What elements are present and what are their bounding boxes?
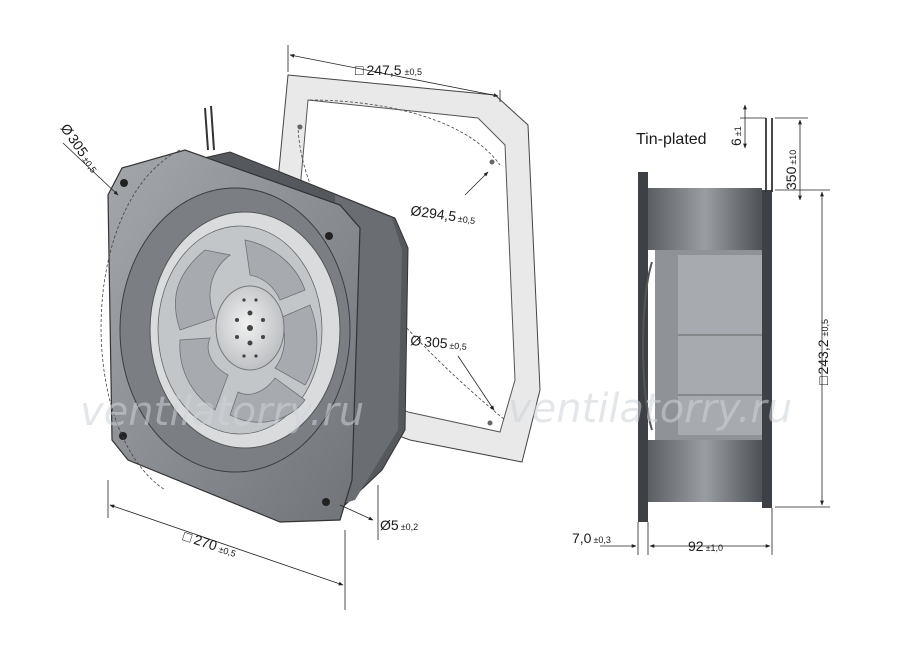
lead-strip-dim: 6±1 xyxy=(728,126,744,146)
fan-square-dim: □270±0,5 xyxy=(181,528,239,560)
dimension-lines xyxy=(62,45,830,610)
frame-inner-diameter-dim: Ø294,5±0,5 xyxy=(410,202,477,227)
flange-thickness-dim: 7,0±0,3 xyxy=(572,530,611,546)
frame-square-dim: □247,5±0,5 xyxy=(355,62,422,78)
watermark-right: ventilatorry.ru xyxy=(508,386,792,432)
hole-diameter-dim: Ø5±0,2 xyxy=(380,517,418,533)
fan-isometric-view xyxy=(100,105,409,523)
tin-plated-label: Tin-plated xyxy=(636,131,707,148)
fan-diameter-dim: Ø305±0,5 xyxy=(58,121,103,176)
fan-side-view xyxy=(638,118,773,522)
watermark-left: ventilatorry.ru xyxy=(80,389,364,435)
side-height-dim: □243,2±0,5 xyxy=(815,319,831,385)
depth-dim: 92±1,0 xyxy=(688,538,723,554)
lead-length-dim: 350±10 xyxy=(783,150,799,190)
